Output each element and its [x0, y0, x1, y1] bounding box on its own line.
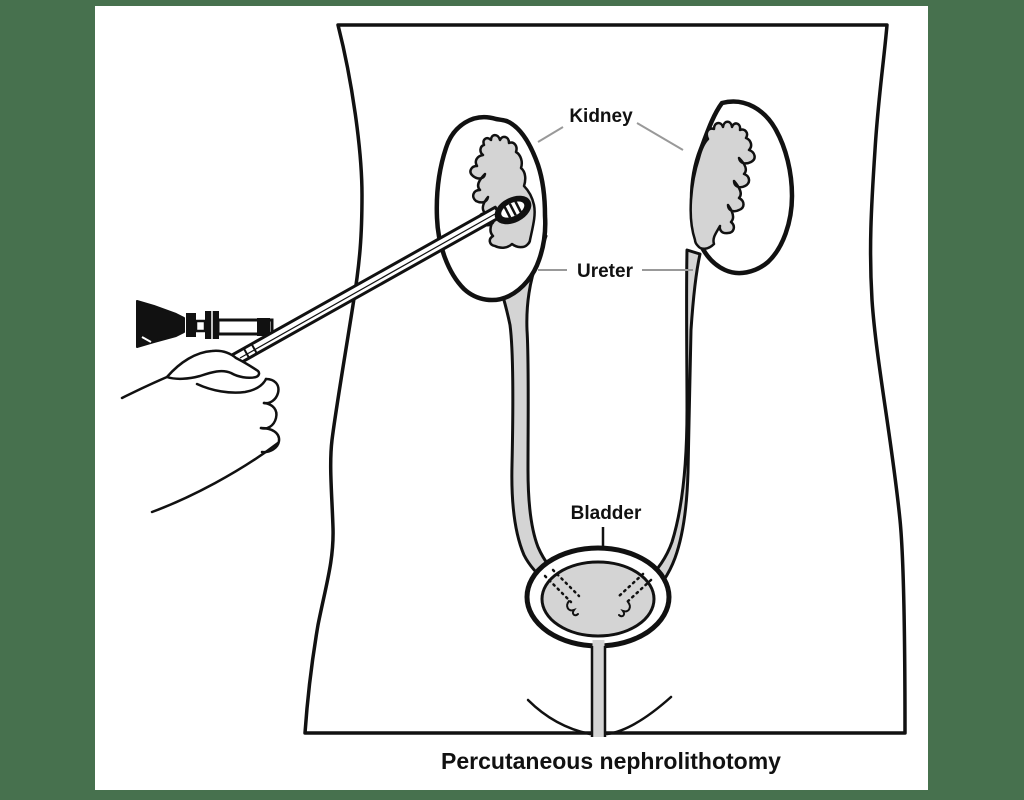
bladder-inner-cavity: [540, 560, 656, 638]
scope-eyepiece: [136, 300, 185, 348]
scope-shaft-mark-2: [250, 343, 258, 355]
surgeon-hand: [120, 349, 281, 514]
scope-fitting-rod: [194, 319, 207, 333]
bladder: [524, 545, 672, 649]
knuckle-3: [259, 426, 281, 454]
bladder-label: Bladder: [571, 503, 642, 524]
knuckle-1: [262, 377, 280, 405]
right-kidney: [689, 99, 795, 276]
index-finger: [164, 349, 261, 381]
kidney-label: Kidney: [569, 106, 633, 127]
kidney-leader-right: [636, 122, 684, 151]
ureter-label: Ureter: [577, 261, 634, 282]
kidney-stone: [494, 195, 532, 225]
kidney-leader-left: [537, 126, 564, 143]
caption: Percutaneous nephrolithotomy: [441, 748, 781, 774]
wrist-line: [120, 375, 169, 400]
scope-fitting-bar: [186, 313, 196, 337]
ureteral-orifices: [543, 568, 653, 618]
eyepiece-highlight: [141, 336, 152, 343]
groin-crease-left: [526, 698, 592, 736]
annotations: Kidney Ureter Bladder Percutaneous nephr…: [441, 106, 781, 774]
scope-shaft-mark-1: [242, 347, 250, 359]
scope-inner-telescope: [239, 213, 496, 359]
middle-finger: [195, 377, 268, 394]
urethra: [590, 640, 607, 737]
scope-junction: [257, 318, 270, 336]
right-renal-pelvis: [689, 120, 756, 250]
groin-crease-right: [605, 695, 673, 736]
fist-bottom: [150, 441, 280, 514]
